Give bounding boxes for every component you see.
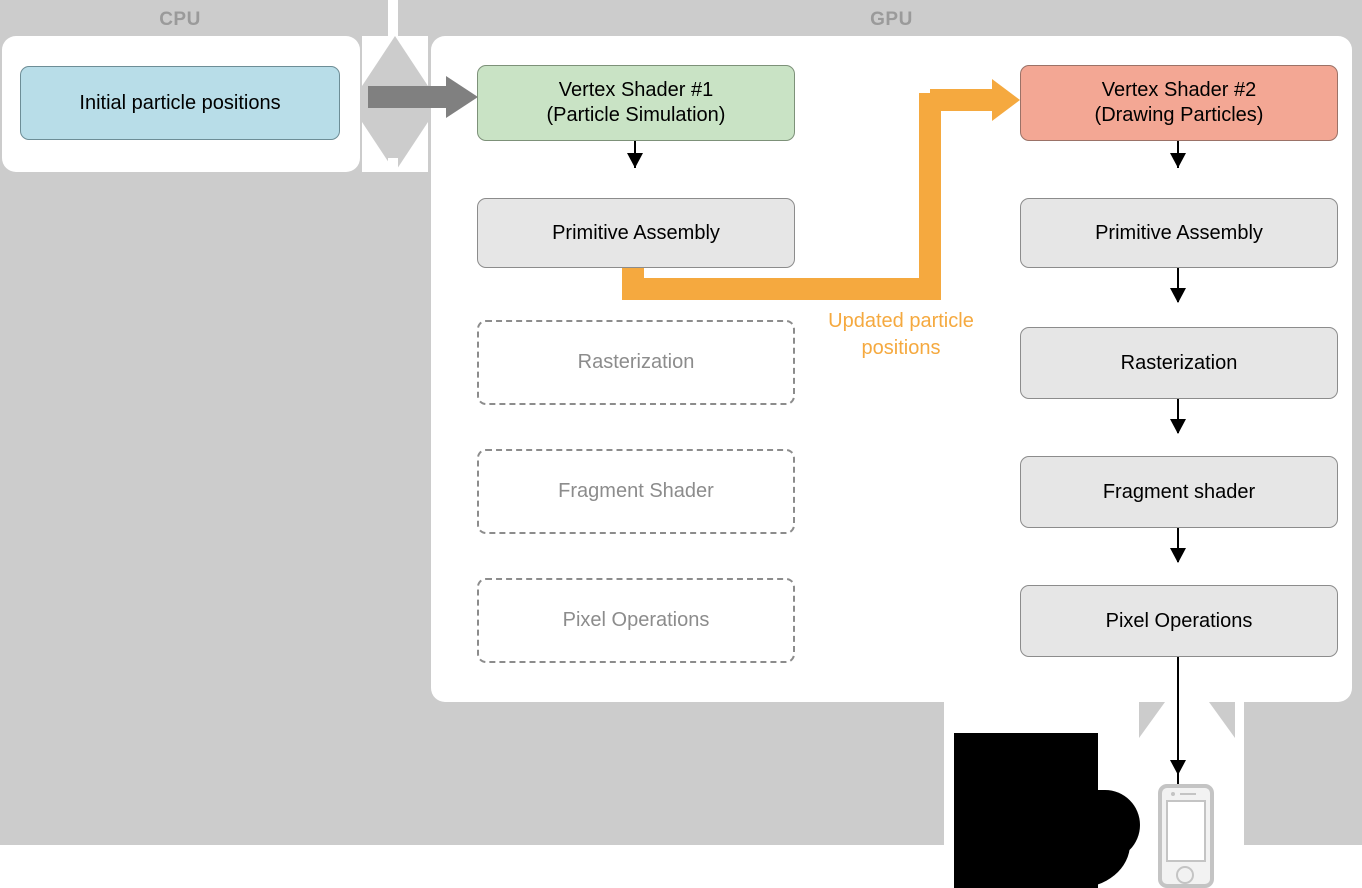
arrow-px-to-display	[1177, 657, 1179, 797]
node-vertex-shader-1[interactable]: Vertex Shader #1 (Particle Simulation)	[477, 65, 795, 141]
feedback-path-vertical	[919, 93, 941, 300]
node-primitive-assembly-left[interactable]: Primitive Assembly	[477, 198, 795, 268]
notch-top-left	[362, 36, 395, 86]
seam-white-bottom	[388, 158, 398, 172]
feedback-label-line2: positions	[861, 337, 941, 359]
arrow-head-icon	[627, 153, 643, 168]
node-label: Initial particle positions	[79, 91, 281, 114]
node-label: Fragment shader	[1102, 480, 1256, 503]
node-fragment-shader-right[interactable]: Fragment shader	[1020, 456, 1338, 528]
feedback-path-horizontal-upper	[930, 89, 998, 111]
node-primitive-assembly-right[interactable]: Primitive Assembly	[1020, 198, 1338, 268]
node-label: Primitive Assembly	[552, 221, 720, 244]
phone-camera-icon	[1171, 792, 1175, 796]
node-label: Pixel Operations	[1105, 609, 1253, 632]
node-label: Primitive Assembly	[1095, 221, 1263, 244]
arrow-rast-to-fs	[1177, 399, 1179, 433]
feedback-label-line1: Updated particle	[828, 310, 974, 332]
node-label-line2: (Particle Simulation)	[546, 104, 726, 126]
arrow-head-icon	[1170, 548, 1186, 563]
node-label: Fragment Shader	[558, 480, 714, 502]
arrow-fs-to-px	[1177, 528, 1179, 562]
notch-top-right	[395, 36, 428, 86]
cpu-to-gpu-arrow-head-icon	[446, 76, 478, 118]
cpu-band-label: CPU	[159, 9, 201, 30]
node-label: Rasterization	[1120, 351, 1238, 374]
node-fragment-shader-left-disabled: Fragment Shader	[477, 449, 795, 534]
cpu-to-gpu-arrow-shaft	[368, 86, 454, 108]
node-vertex-shader-2[interactable]: Vertex Shader #2 (Drawing Particles)	[1020, 65, 1338, 141]
arrow-pa-to-rast	[1177, 268, 1179, 302]
output-notch-left	[1139, 702, 1165, 738]
silhouette-shape-lower	[1020, 800, 1130, 888]
arrow-head-icon	[1170, 288, 1186, 303]
node-label: Rasterization	[577, 351, 695, 373]
node-pixel-operations-right[interactable]: Pixel Operations	[1020, 585, 1338, 657]
node-label-line2: (Drawing Particles)	[1094, 104, 1264, 126]
node-label-line1: Vertex Shader #1	[558, 79, 714, 101]
arrow-head-icon	[1170, 760, 1186, 775]
phone-home-button-icon	[1176, 866, 1194, 884]
arrow-head-icon	[1170, 153, 1186, 168]
arrow-head-icon	[1170, 419, 1186, 434]
node-label-line1: Vertex Shader #2	[1101, 79, 1257, 101]
feedback-arrow-head-icon	[992, 79, 1020, 121]
feedback-path-horizontal-lower	[622, 278, 941, 300]
node-rasterization-left-disabled: Rasterization	[477, 320, 795, 405]
node-pixel-operations-left-disabled: Pixel Operations	[477, 578, 795, 663]
output-notch-right	[1209, 702, 1235, 738]
node-rasterization-right[interactable]: Rasterization	[1020, 327, 1338, 399]
seam-white-top	[388, 0, 398, 36]
node-initial-particle-positions[interactable]: Initial particle positions	[20, 66, 340, 140]
feedback-path-label: Updated particle positions	[806, 308, 996, 362]
phone-speaker-icon	[1180, 793, 1196, 795]
phone-screen-icon	[1166, 800, 1206, 862]
notch-bottom-right	[395, 122, 428, 172]
gpu-band-label: GPU	[870, 9, 913, 30]
node-label: Pixel Operations	[562, 609, 710, 631]
